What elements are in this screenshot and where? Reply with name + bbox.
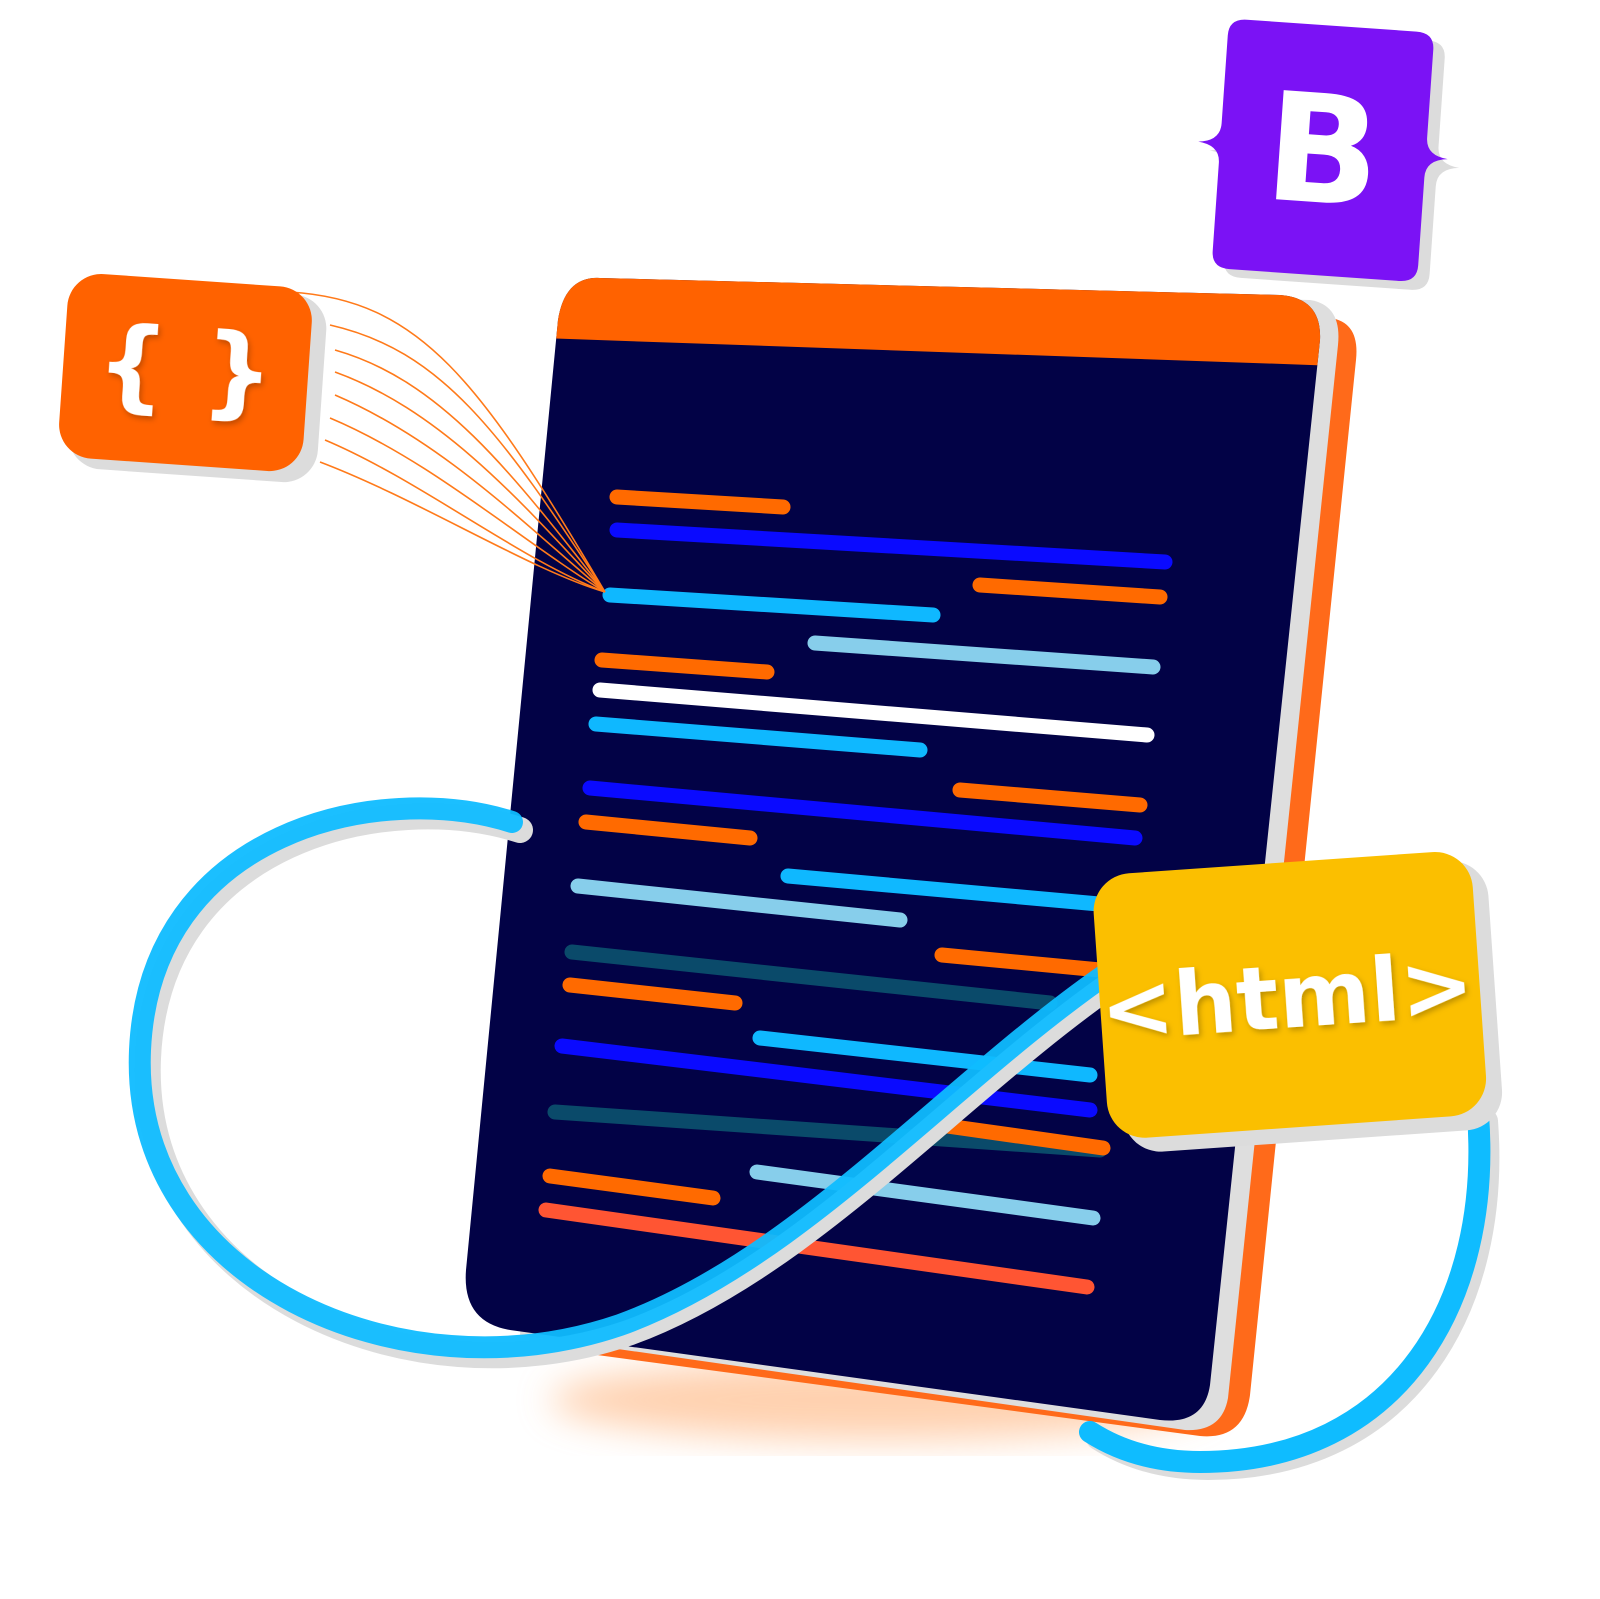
infinity-ribbon (128, 797, 1500, 1481)
code-line (952, 782, 1148, 813)
bootstrap-logo-letter: B (1260, 61, 1386, 243)
code-line (609, 489, 791, 515)
code-line (752, 1030, 1098, 1083)
tablet-screen (465, 277, 1321, 1421)
html-badge: <html> (1093, 851, 1503, 1152)
code-line (554, 1038, 1098, 1118)
tablet-header-bar (540, 277, 1321, 366)
code-line (592, 682, 1155, 743)
bootstrap-logo: B (1198, 19, 1460, 290)
code-line (538, 1202, 1095, 1295)
code-line (780, 868, 1118, 913)
code-line (932, 1117, 1111, 1156)
code-line (749, 1164, 1101, 1226)
fiber-lines (289, 291, 606, 593)
code-lines (538, 489, 1173, 1295)
code-line (588, 716, 928, 758)
code-line (609, 522, 1173, 570)
braces-badge-label: { } (93, 303, 278, 432)
code-line (602, 587, 941, 623)
code-line (594, 652, 775, 680)
code-line (570, 878, 908, 928)
code-line (542, 1168, 721, 1206)
code-line (562, 977, 743, 1011)
code-line (934, 947, 1108, 978)
code-line (972, 577, 1168, 605)
code-line (564, 944, 1058, 1011)
code-line (582, 780, 1143, 846)
code-line (547, 1104, 1108, 1158)
braces-badge: { } (59, 274, 327, 483)
code-line (578, 814, 758, 846)
code-line (807, 635, 1161, 675)
